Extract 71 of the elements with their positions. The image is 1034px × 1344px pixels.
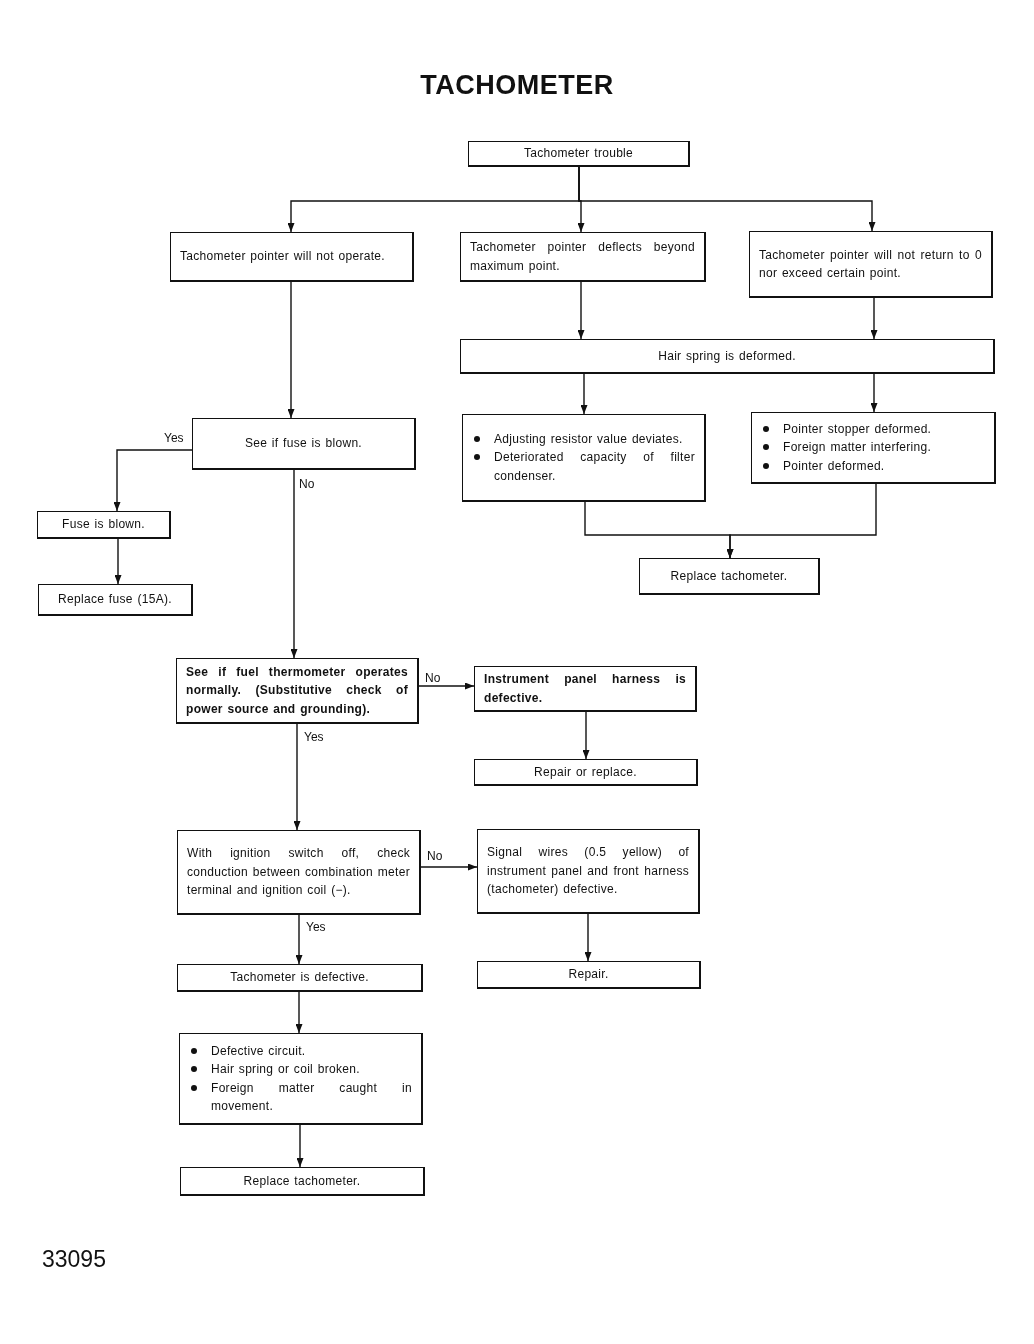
process-box: [749, 231, 993, 298]
arrow: [580, 373, 588, 415]
list-item-text: Defective circuit.: [211, 1042, 307, 1060]
box-text: Fuse is blown.: [61, 516, 146, 534]
arrow: [295, 914, 303, 965]
process-box: [751, 412, 996, 484]
figure-number: 33095: [42, 1246, 106, 1273]
edge-label: Yes: [163, 431, 185, 445]
list-item-text: Hair spring or coil broken.: [211, 1061, 361, 1078]
list-item-text: Deteriorated capacity of filter condenser.: [494, 449, 695, 485]
process-box: [477, 829, 700, 914]
box-text: Signal wires (0.5 yellow) of instrument panel and front harness (tachometer) defective.: [487, 844, 689, 899]
edge-label: Yes: [305, 920, 327, 934]
process-box: [468, 141, 690, 167]
arrow: [584, 913, 592, 962]
process-box: [639, 558, 820, 595]
process-box: [176, 658, 419, 724]
process-box: [177, 964, 423, 992]
arrow: [114, 538, 122, 585]
edge-label: No: [298, 477, 316, 491]
box-text: Tachometer trouble: [522, 145, 635, 163]
box-text: Hair spring is deformed.: [657, 347, 797, 365]
edge-label: No: [424, 671, 442, 685]
arrow: [582, 711, 590, 760]
arrow: [578, 166, 876, 232]
arrow: [420, 863, 478, 871]
arrow: [296, 1124, 304, 1168]
box-text: Replace tachometer.: [242, 1172, 362, 1190]
box-text: Tachometer pointer deflects beyond maximum point.: [470, 239, 695, 275]
list-item-text: Pointer stopper deformed.: [783, 420, 933, 438]
box-text: Tachometer is defective.: [229, 969, 370, 987]
arrow: [113, 449, 193, 512]
process-box: [38, 584, 193, 616]
process-box: [37, 511, 171, 539]
process-box: [477, 961, 701, 989]
process-box: [192, 418, 416, 470]
process-box: [170, 232, 414, 282]
arrow: [293, 723, 301, 831]
list-item-text: Adjusting resistor value deviates.: [494, 430, 684, 448]
arrow: [870, 297, 878, 340]
box-text: See if fuel thermometer operates normally. (Substitutive check of power source and grounding).: [186, 663, 408, 718]
box-text: Tachometer pointer will not operate.: [180, 248, 386, 266]
list-item-text: Foreign matter interfering.: [783, 439, 933, 457]
process-box: [460, 232, 706, 282]
arrow: [290, 469, 298, 659]
arrow: [870, 373, 878, 413]
process-box: [460, 339, 995, 374]
edge-label: Yes: [303, 730, 325, 744]
list-item-text: Foreign matter caught in movement.: [211, 1079, 412, 1115]
process-box: [180, 1167, 425, 1196]
box-text: Instrument panel harness is defective.: [484, 671, 686, 707]
arrow: [418, 682, 475, 690]
box-text: See if fuse is blown.: [244, 435, 363, 453]
process-box: [177, 830, 421, 915]
process-box: [474, 759, 698, 786]
arrow: [726, 483, 877, 559]
box-text: Replace fuse (15A).: [57, 591, 173, 609]
arrow: [577, 281, 585, 340]
diagram-title: TACHOMETER: [419, 70, 615, 101]
arrow: [287, 281, 295, 419]
process-box: [179, 1033, 423, 1125]
arrow: [295, 991, 303, 1034]
box-text: Repair.: [567, 966, 610, 984]
list-item-text: Pointer deformed.: [783, 457, 886, 475]
box-text: Replace tachometer.: [669, 567, 789, 585]
edge-label: No: [426, 849, 444, 863]
box-text: Tachometer pointer will not return to 0 nor exceed certain point.: [759, 246, 982, 282]
box-text: Repair or replace.: [533, 763, 638, 781]
box-text: With ignition switch off, check conduction between combination meter terminal and ignition coil (−).: [187, 845, 410, 900]
process-box: [474, 666, 697, 712]
process-box: [462, 414, 706, 502]
